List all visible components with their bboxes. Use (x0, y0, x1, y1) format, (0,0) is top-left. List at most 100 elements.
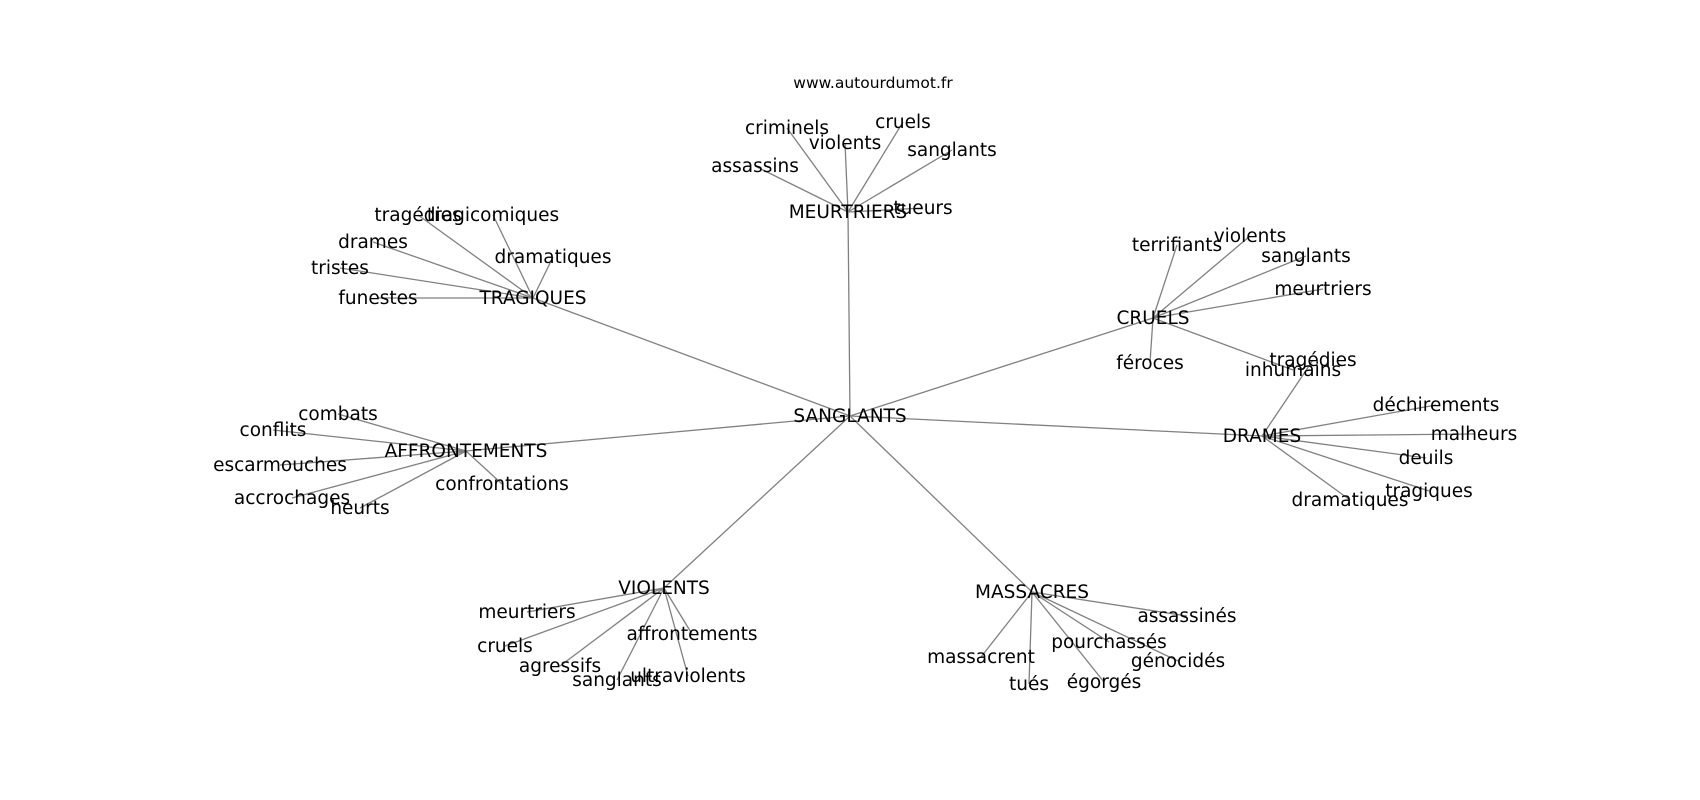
leaf-node[interactable]: agressifs (519, 656, 601, 677)
leaf-node[interactable]: tragédies (374, 205, 461, 226)
edge-massacres-leaf (1031, 591, 1188, 617)
leaf-node[interactable]: pourchassés (1051, 632, 1167, 653)
leaf-node[interactable]: escarmouches (213, 455, 347, 476)
edge-affrontements-leaf (279, 450, 467, 466)
edge-tragiques-leaf (532, 256, 554, 299)
hub-node-massacres[interactable]: MASSACRES (975, 582, 1089, 603)
leaf-node[interactable]: malheurs (1431, 424, 1518, 445)
edge-tragiques-leaf (339, 267, 534, 299)
edge-drames-leaf (1261, 435, 1427, 459)
edge-cruels-leaf (1152, 244, 1178, 319)
edge-center-massacres (849, 415, 1033, 593)
leaf-node[interactable]: assassins (711, 156, 799, 177)
hub-node-drames[interactable]: DRAMES (1223, 426, 1301, 447)
edge-massacres-leaf (1031, 591, 1179, 662)
edge-drames-leaf (1261, 433, 1475, 437)
leaf-node[interactable]: dramatiques (1292, 490, 1409, 511)
edge-drames-leaf (1261, 359, 1314, 437)
edge-massacres-leaf (1031, 591, 1105, 683)
hub-node-tragiques[interactable]: TRAGIQUES (478, 288, 586, 309)
leaf-node[interactable]: tragicomiques (427, 205, 559, 226)
edge-affrontements-leaf (272, 429, 467, 452)
edge-cruels-leaf (1152, 317, 1294, 371)
edge-tragiques-leaf (417, 214, 534, 299)
edge-violents-leaf (663, 587, 693, 635)
edge-cruels-leaf (1152, 235, 1251, 319)
graph-edges (272, 121, 1475, 685)
leaf-node[interactable]: violents (809, 133, 882, 154)
hub-node-cruels[interactable]: CRUELS (1116, 308, 1189, 329)
leaf-node[interactable]: sanglants (1261, 246, 1351, 267)
edge-center-tragiques (532, 297, 851, 417)
leaf-node[interactable]: accrochages (234, 488, 350, 509)
center-node[interactable]: SANGLANTS (793, 406, 906, 427)
edge-affrontements-leaf (291, 450, 467, 499)
edge-center-meurtriers (847, 211, 851, 417)
edge-violents-leaf (663, 587, 689, 677)
edge-violents-leaf (559, 587, 665, 667)
leaf-node[interactable]: tragiques (1385, 481, 1473, 502)
leaf-node[interactable]: tueurs (893, 198, 952, 219)
leaf-node[interactable]: deuils (1399, 448, 1454, 469)
edge-violents-leaf (526, 587, 665, 613)
edge-meurtriers-leaf (847, 207, 924, 213)
edge-meurtriers-leaf (847, 149, 953, 213)
edge-drames-leaf (1261, 435, 1351, 501)
edge-center-affrontements (465, 415, 851, 452)
leaf-node[interactable]: tristes (311, 258, 369, 279)
leaf-node[interactable]: tués (1009, 674, 1049, 695)
edge-center-drames (849, 415, 1263, 437)
leaf-node[interactable]: déchirements (1373, 395, 1500, 416)
site-watermark: www.autourdumot.fr (793, 74, 953, 92)
edge-meurtriers-leaf (754, 165, 849, 213)
leaf-node[interactable]: confrontations (435, 474, 569, 495)
edge-affrontements-leaf (359, 450, 467, 509)
leaf-node[interactable]: cruels (477, 636, 533, 657)
edge-tragiques-leaf (492, 214, 534, 299)
edge-center-cruels (849, 317, 1154, 417)
leaf-node[interactable]: massacrent (927, 647, 1035, 668)
edge-cruels-leaf (1152, 255, 1307, 319)
leaf-node[interactable]: sanglants (572, 670, 662, 691)
edge-tragiques-leaf (372, 241, 534, 299)
leaf-node[interactable]: funestes (338, 288, 417, 309)
leaf-node[interactable]: égorgés (1067, 672, 1142, 693)
leaf-node[interactable]: combats (298, 404, 377, 425)
leaf-node[interactable]: terrifiants (1132, 235, 1222, 256)
leaf-node[interactable]: meurtriers (1274, 279, 1371, 300)
leaf-node[interactable]: ultraviolents (630, 666, 746, 687)
leaf-node[interactable]: affrontements (627, 624, 758, 645)
leaf-node[interactable]: conflits (240, 420, 307, 441)
leaf-node[interactable]: féroces (1116, 353, 1184, 374)
leaf-node[interactable]: criminels (745, 118, 829, 139)
leaf-node[interactable]: cruels (875, 112, 931, 133)
edge-massacres-leaf (1028, 591, 1033, 685)
edge-meurtriers-leaf (844, 142, 849, 213)
edge-drames-leaf (1261, 404, 1437, 437)
edge-cruels-leaf (1152, 288, 1324, 319)
leaf-node[interactable]: violents (1214, 226, 1287, 247)
edge-center-violents (663, 415, 851, 589)
leaf-node[interactable]: inhumains (1245, 360, 1341, 381)
edge-violents-leaf (616, 587, 665, 681)
leaf-node[interactable]: génocidés (1131, 651, 1225, 672)
leaf-node[interactable]: drames (338, 232, 408, 253)
hub-node-affrontements[interactable]: AFFRONTEMENTS (385, 441, 548, 462)
leaf-node[interactable]: heurts (330, 498, 389, 519)
leaf-node[interactable]: dramatiques (495, 247, 612, 268)
hub-node-meurtriers[interactable]: MEURTRIERS (789, 202, 908, 223)
leaf-node[interactable]: sanglants (907, 140, 997, 161)
leaf-node[interactable]: meurtriers (478, 602, 575, 623)
edge-cruels-leaf (1149, 317, 1154, 364)
hub-node-violents[interactable]: VIOLENTS (618, 578, 710, 599)
edge-meurtriers-leaf (786, 127, 849, 213)
edge-affrontements-leaf (337, 413, 467, 452)
edge-meurtriers-leaf (847, 121, 904, 213)
leaf-node[interactable]: tragédies (1269, 350, 1356, 371)
edge-drames-leaf (1261, 435, 1430, 492)
edge-affrontements-leaf (465, 450, 503, 485)
edge-violents-leaf (504, 587, 665, 647)
graph-labels: www.autourdumot.fr SANGLANTS MEURTRIERS as… (213, 74, 1517, 695)
leaf-node[interactable]: assassinés (1137, 606, 1236, 627)
